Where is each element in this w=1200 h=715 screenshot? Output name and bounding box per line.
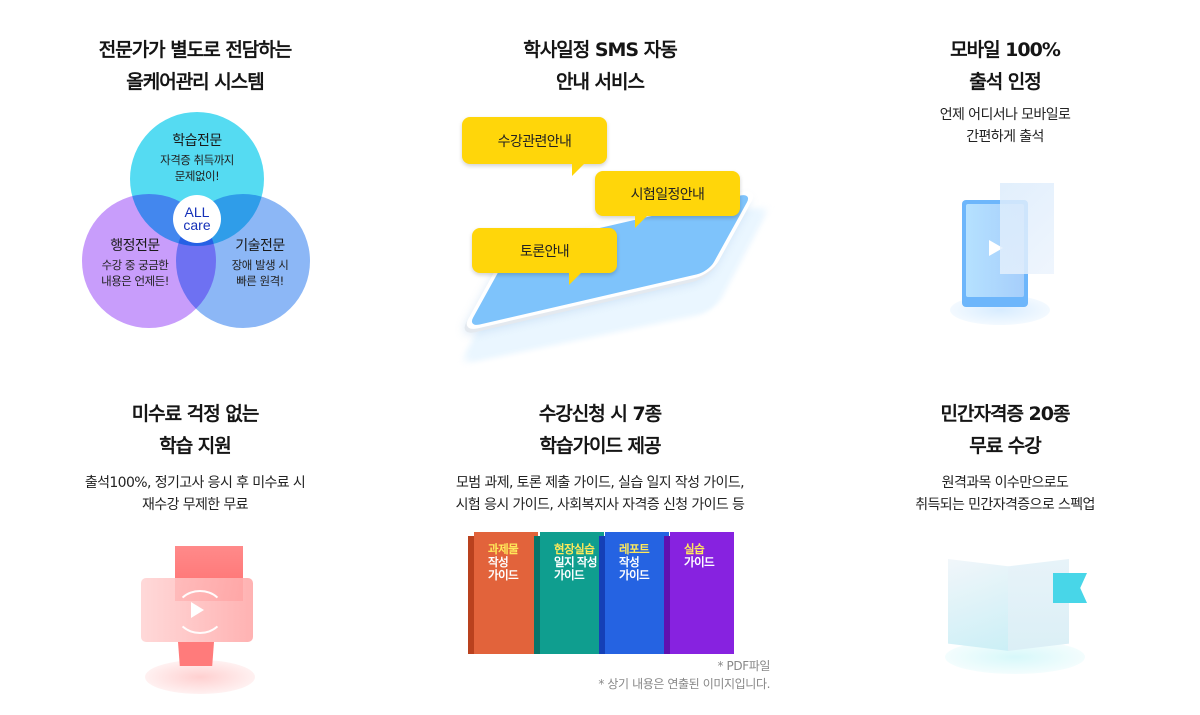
guide-book: 과제물 작성 가이드: [468, 532, 538, 654]
desc-line: 출석100%, 정기고사 응시 후 미수료 시: [84, 475, 306, 491]
book-line: 가이드: [488, 570, 519, 582]
venn-label-title: 행정전문: [110, 238, 160, 254]
book-highlight: 레포트: [619, 544, 650, 556]
glass-panel: [1000, 183, 1054, 274]
venn-label-line: 내용은 언제든!: [101, 274, 169, 288]
book-page-left: [948, 559, 1009, 651]
play-icon: [989, 240, 1003, 256]
title-line: 학습가이드 제공: [539, 435, 662, 457]
venn-label-line: 빠른 원격!: [236, 274, 284, 288]
bubble-text: 시험일정안내: [630, 186, 705, 203]
book-line: 가이드: [554, 570, 585, 582]
pdf-note: * PDF파일: [717, 659, 771, 673]
book-page-right: [1008, 559, 1069, 651]
venn-label-title: 학습전문: [172, 133, 222, 149]
title-line: 민간자격증 20종: [940, 403, 1071, 425]
title-line: 미수료 걱정 없는: [131, 403, 260, 425]
feature-desc: 모범 과제, 토론 제출 가이드, 실습 일지 작성 가이드, 시험 응시 가이…: [420, 472, 780, 516]
feature-sms: 학사일정 SMS 자동 안내 서비스: [420, 34, 780, 98]
feature-desc: 출석100%, 정기고사 응시 후 미수료 시 재수강 무제한 무료: [30, 472, 360, 516]
feature-mobile: 모바일 100% 출석 인정 언제 어디서나 모바일로 간편하게 출석: [850, 34, 1160, 148]
allcare-line: care: [183, 217, 211, 233]
speech-bubble-discussion: 토론안내: [472, 228, 617, 285]
feature-free-certs: 민간자격증 20종 무료 수강 원격과목 이수만으로도 취득되는 민간자격증으로…: [850, 398, 1160, 516]
book-line: 가이드: [684, 557, 715, 569]
replay-monitor-icon: [135, 540, 275, 700]
bubble-text: 수강관련안내: [497, 133, 572, 150]
feature-title: 민간자격증 20종 무료 수강: [850, 398, 1160, 462]
feature-desc: 원격과목 이수만으로도 취득되는 민간자격증으로 스펙업: [850, 472, 1160, 516]
feature-allcare: 전문가가 별도로 전담하는 올케어관리 시스템: [30, 34, 360, 98]
feature-guides: 수강신청 시 7종 학습가이드 제공 모범 과제, 토론 제출 가이드, 실습 …: [420, 398, 780, 516]
image-disclaimer-note: * 상기 내용은 연출된 이미지입니다.: [598, 677, 770, 691]
open-book-icon: [945, 552, 1095, 692]
guide-book: 현장실습 일지 작성 가이드: [534, 532, 604, 654]
desc-line: 시험 응시 가이드, 사회복지사 자격증 신청 가이드 등: [455, 497, 745, 513]
monitor-stand: [178, 642, 214, 666]
speech-bubble-course-info: 수강관련안내: [462, 117, 607, 176]
allcare-venn-diagram: 학습전문 자격증 취득까지 문제없이! 행정전문 수강 중 궁금한 내용은 언제…: [80, 110, 320, 335]
desc-line: 언제 어디서나 모바일로: [939, 107, 1071, 123]
feature-title: 미수료 걱정 없는 학습 지원: [30, 398, 360, 462]
feature-title: 전문가가 별도로 전담하는 올케어관리 시스템: [30, 34, 360, 98]
title-line: 학습 지원: [159, 435, 232, 457]
book-line: 가이드: [619, 570, 650, 582]
bookmark-icon: [1053, 573, 1087, 603]
feature-retake: 미수료 걱정 없는 학습 지원 출석100%, 정기고사 응시 후 미수료 시 …: [30, 398, 360, 516]
venn-label-line: 수강 중 궁금한: [101, 258, 169, 272]
guide-books: 과제물 작성 가이드 현장실습 일지 작성 가이드 레포트 작성 가이드 실습 …: [468, 532, 738, 660]
venn-label-admin: 행정전문 수강 중 궁금한 내용은 언제든!: [80, 235, 190, 289]
book-highlight: 현장실습: [554, 544, 595, 556]
venn-label-line: 문제없이!: [174, 169, 220, 183]
desc-line: 원격과목 이수만으로도: [941, 475, 1069, 491]
speech-bubble-exam-schedule: 시험일정안내: [595, 171, 740, 228]
desc-line: 취득되는 민간자격증으로 스펙업: [915, 497, 1095, 513]
feature-title: 모바일 100% 출석 인정: [850, 34, 1160, 98]
venn-label-title: 기술전문: [235, 238, 285, 254]
title-line: 출석 인정: [969, 71, 1042, 93]
title-line: 학사일정 SMS 자동: [523, 39, 677, 61]
feature-title: 수강신청 시 7종 학습가이드 제공: [420, 398, 780, 462]
allcare-line: ALL: [184, 204, 210, 220]
play-icon: [191, 602, 204, 618]
desc-line: 모범 과제, 토론 제출 가이드, 실습 일지 작성 가이드,: [456, 475, 745, 491]
venn-label-line: 자격증 취득까지: [160, 153, 234, 167]
desc-line: 간편하게 출석: [966, 129, 1044, 145]
mobile-video-icon: [940, 175, 1090, 335]
refresh-icon: [175, 590, 225, 634]
book-line: 작성: [488, 557, 509, 569]
bubble-text: 토론안내: [519, 243, 570, 260]
title-line: 안내 서비스: [555, 71, 645, 93]
book-highlight: 과제물: [488, 544, 519, 556]
feature-desc: 언제 어디서나 모바일로 간편하게 출석: [850, 104, 1160, 148]
book-highlight: 실습: [684, 544, 705, 556]
sms-illustration: 수강관련안내 시험일정안내 토론안내: [455, 110, 771, 365]
book-line: 일지 작성: [554, 557, 598, 569]
venn-label-line: 장애 발생 시: [231, 258, 289, 272]
title-line: 올케어관리 시스템: [126, 71, 264, 93]
title-line: 모바일 100%: [950, 39, 1061, 61]
feature-title: 학사일정 SMS 자동 안내 서비스: [420, 34, 780, 98]
allcare-badge: ALL care: [173, 195, 221, 243]
book-line: 작성: [619, 557, 640, 569]
guide-book: 레포트 작성 가이드: [599, 532, 669, 654]
venn-label-study: 학습전문 자격증 취득까지 문제없이!: [130, 130, 264, 184]
venn-label-tech: 기술전문 장애 발생 시 빠른 원격!: [205, 235, 315, 289]
title-line: 수강신청 시 7종: [538, 403, 662, 425]
desc-line: 재수강 무제한 무료: [142, 497, 249, 513]
guide-book: 실습 가이드: [664, 532, 734, 654]
title-line: 전문가가 별도로 전담하는: [98, 39, 293, 61]
title-line: 무료 수강: [969, 435, 1042, 457]
